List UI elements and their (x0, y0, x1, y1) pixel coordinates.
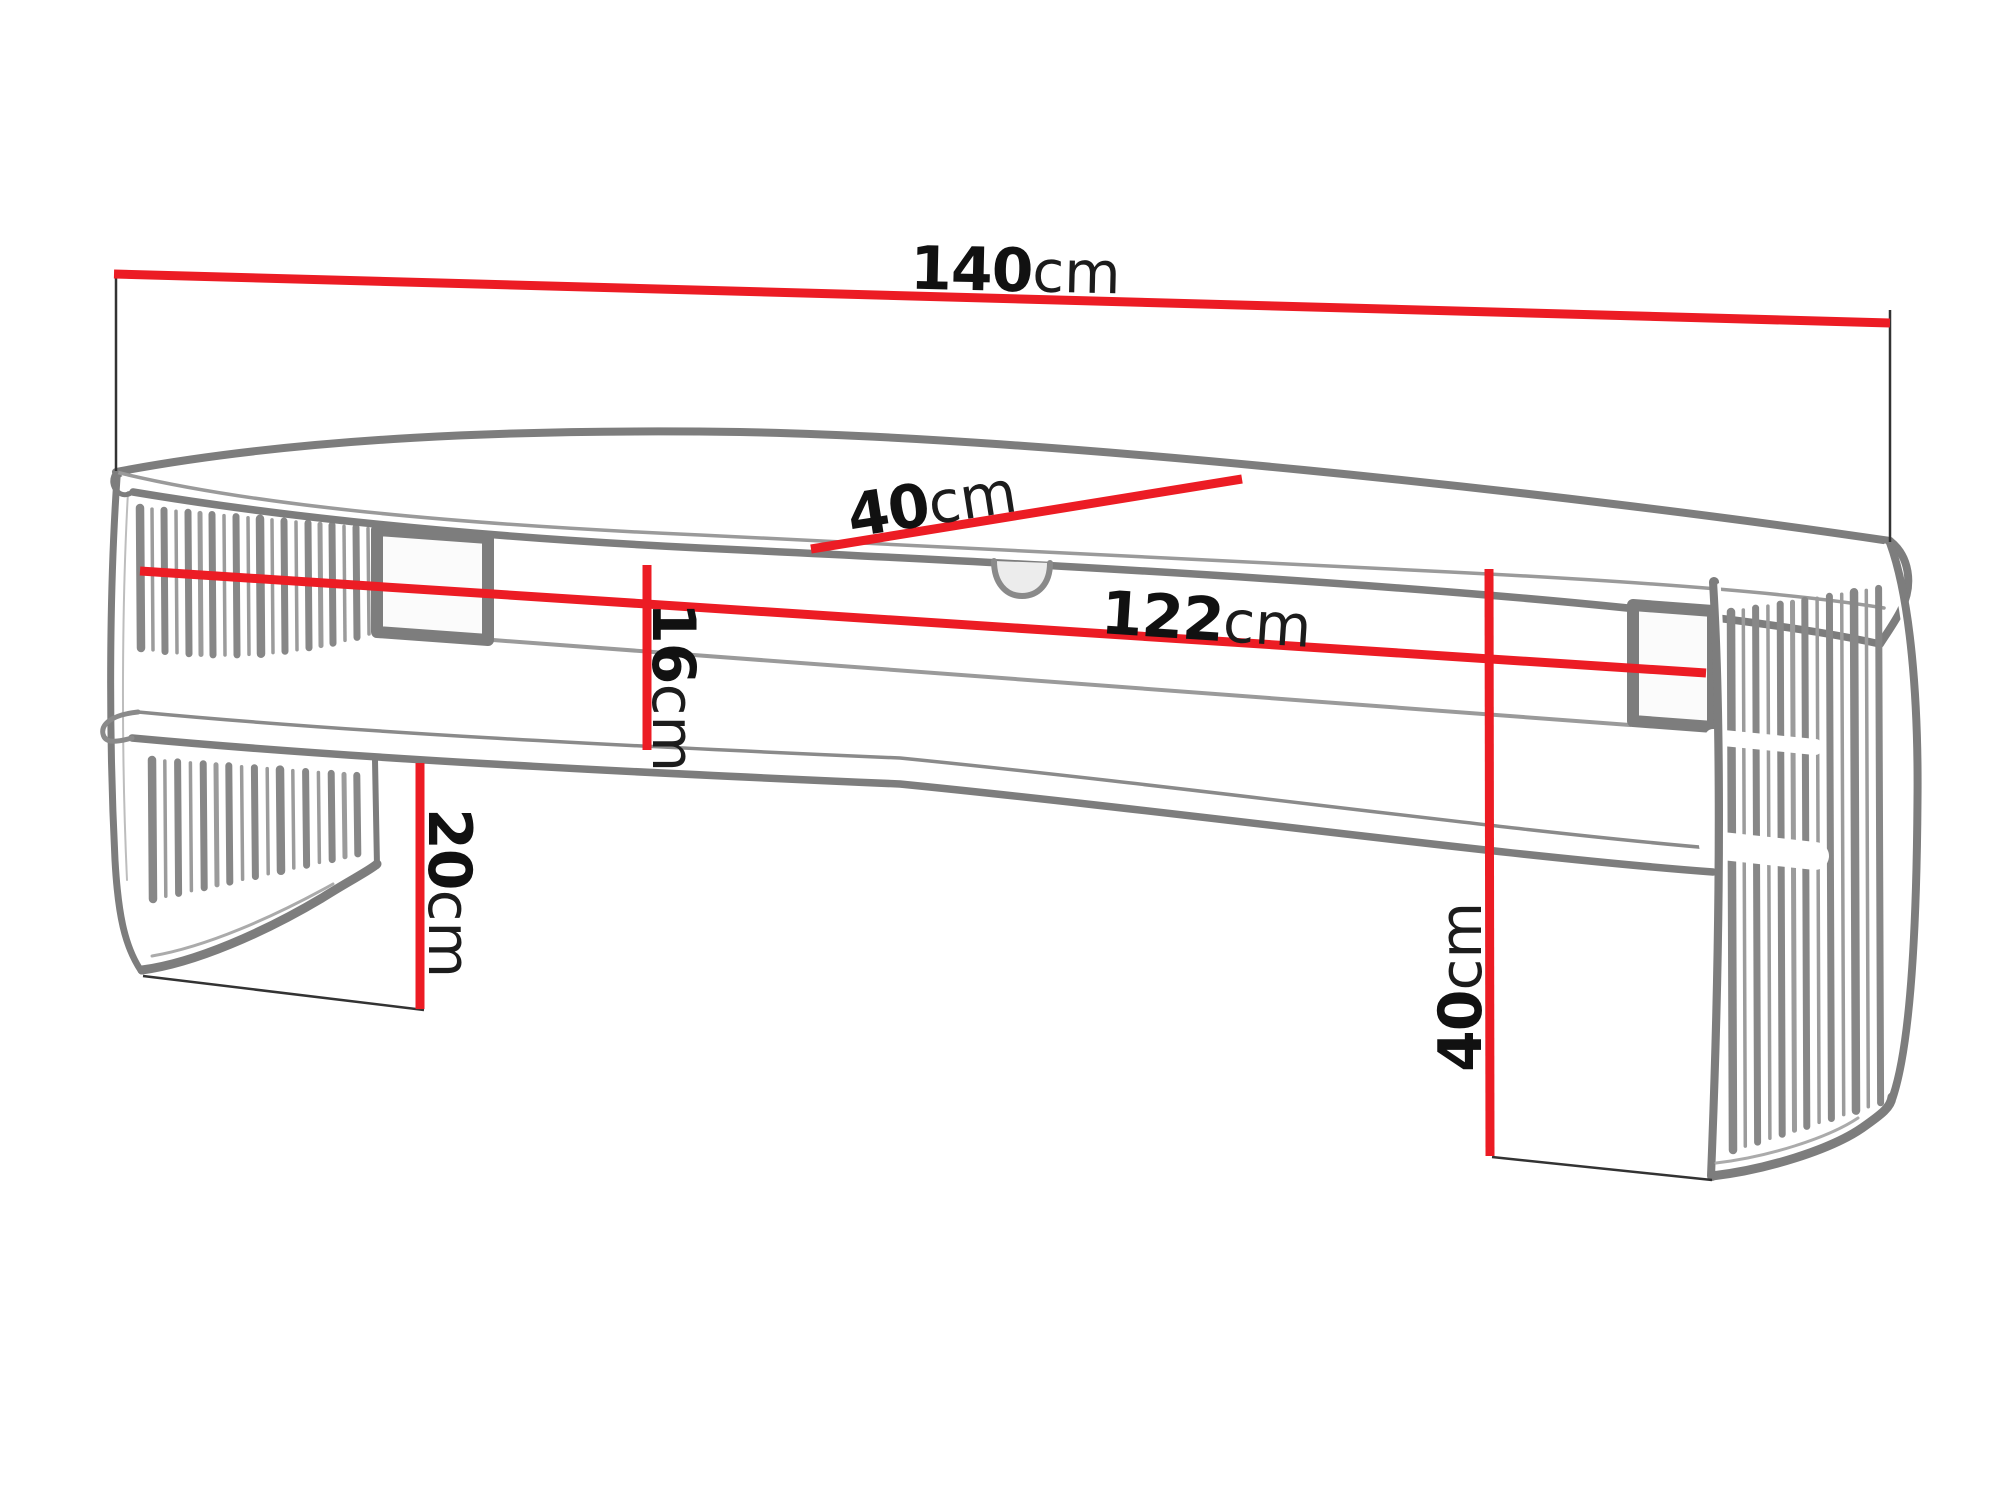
top-back-edge (112, 427, 1894, 545)
flute-line (197, 510, 204, 657)
flute-line (327, 769, 336, 864)
right-vent-opening (1627, 599, 1719, 733)
flute-line (1741, 608, 1748, 1148)
label-under-shelf-clearance: 20cm (414, 808, 484, 978)
flute-line (1875, 584, 1885, 1107)
label-top-depth: 40cm (842, 456, 1021, 552)
flute-line (199, 760, 208, 892)
flute-line (255, 514, 266, 658)
flute-line (147, 755, 158, 904)
dim-line-overall-width (113, 269, 1891, 328)
flute-line (1776, 600, 1786, 1138)
flute-line (1825, 592, 1835, 1122)
dim-line-overall-height (1484, 568, 1495, 1157)
flute-line (184, 508, 193, 658)
flute-line (1849, 588, 1861, 1115)
right-leg-shelf-gap-lower (1699, 831, 1829, 870)
flute-line (160, 506, 169, 655)
left-leg-front-edge (372, 757, 380, 869)
right-leg-flutes (1726, 584, 1885, 1155)
flute-line (163, 759, 168, 898)
flute-line (1752, 604, 1762, 1146)
flute-line (250, 764, 259, 880)
dim-line-top-depth (810, 474, 1243, 554)
right-leg-shelf-gap-upper (1705, 729, 1823, 755)
left-leg-outer-edge (107, 473, 147, 975)
flute-line (188, 761, 194, 893)
flute-line (316, 770, 322, 865)
right-leg-bottom-rim-inner (1714, 1116, 1860, 1165)
dimension-annotations: 140cm 40cm 122cm 16cm 20cm 40cm (113, 234, 1892, 1182)
flute-line (265, 766, 270, 876)
dim-line-inner-width (139, 566, 1707, 678)
left-vent-opening (371, 524, 494, 646)
flute-line (270, 518, 275, 655)
flute-line (302, 768, 311, 869)
shelf-back-edge (491, 638, 1632, 727)
shelf-left-end-cap (100, 709, 141, 744)
flute-line (275, 765, 286, 876)
flute-line (213, 762, 220, 888)
right-leg-outer-edge (1885, 540, 1922, 1103)
right-leg-bottom-rim (1707, 1092, 1897, 1181)
flute-line (1726, 607, 1738, 1155)
flute-line (353, 771, 362, 858)
top-left-end-cap (110, 469, 136, 498)
left-leg-bottom-rim-inner (150, 882, 335, 958)
flute-line (150, 507, 155, 652)
cable-hole (991, 558, 1053, 599)
flute-line (222, 513, 227, 657)
label-overall-width: 140cm (909, 234, 1121, 309)
flute-line (225, 762, 234, 886)
top-front-top-edge (114, 470, 1886, 610)
right-leg-outer-edge-highlight (1883, 543, 1914, 1096)
right-leg-front-edge (1707, 577, 1725, 1181)
left-leg-bottom-rim (137, 859, 382, 975)
flute-line (232, 513, 241, 659)
label-shelf-opening-height: 16cm (638, 602, 708, 772)
flute-line (341, 771, 348, 860)
witness-line-left-floor (142, 974, 425, 1012)
witness-line-right-floor (1491, 1155, 1713, 1182)
left-leg-lower-flutes (147, 755, 362, 904)
flute-line (294, 520, 299, 652)
left-leg-outer-edge-highlight (114, 476, 145, 967)
extension-lines (114, 272, 1892, 1182)
right-leg (1699, 540, 1922, 1181)
label-overall-height: 40cm (1426, 902, 1496, 1072)
flute-line (208, 511, 217, 659)
flute-line (366, 526, 371, 636)
flute-line (280, 517, 289, 655)
flute-line (174, 509, 179, 655)
label-inner-width: 122cm (1099, 578, 1314, 662)
flute-line (291, 768, 296, 870)
shelf-front-bottom-edge (128, 734, 1717, 876)
flute-line (1864, 588, 1871, 1109)
left-leg-outer-hatch (121, 491, 129, 881)
flute-line (1839, 592, 1846, 1117)
flute-line (174, 758, 183, 897)
flute-line (135, 503, 146, 653)
flute-line (1766, 604, 1772, 1140)
left-leg (107, 473, 382, 975)
dimension-lines (113, 269, 1891, 1157)
right-leg-front-edge-highlight (1715, 583, 1727, 1172)
flute-line (246, 515, 251, 657)
flute-line (239, 764, 245, 882)
tv-stand-drawing (100, 427, 1922, 1181)
